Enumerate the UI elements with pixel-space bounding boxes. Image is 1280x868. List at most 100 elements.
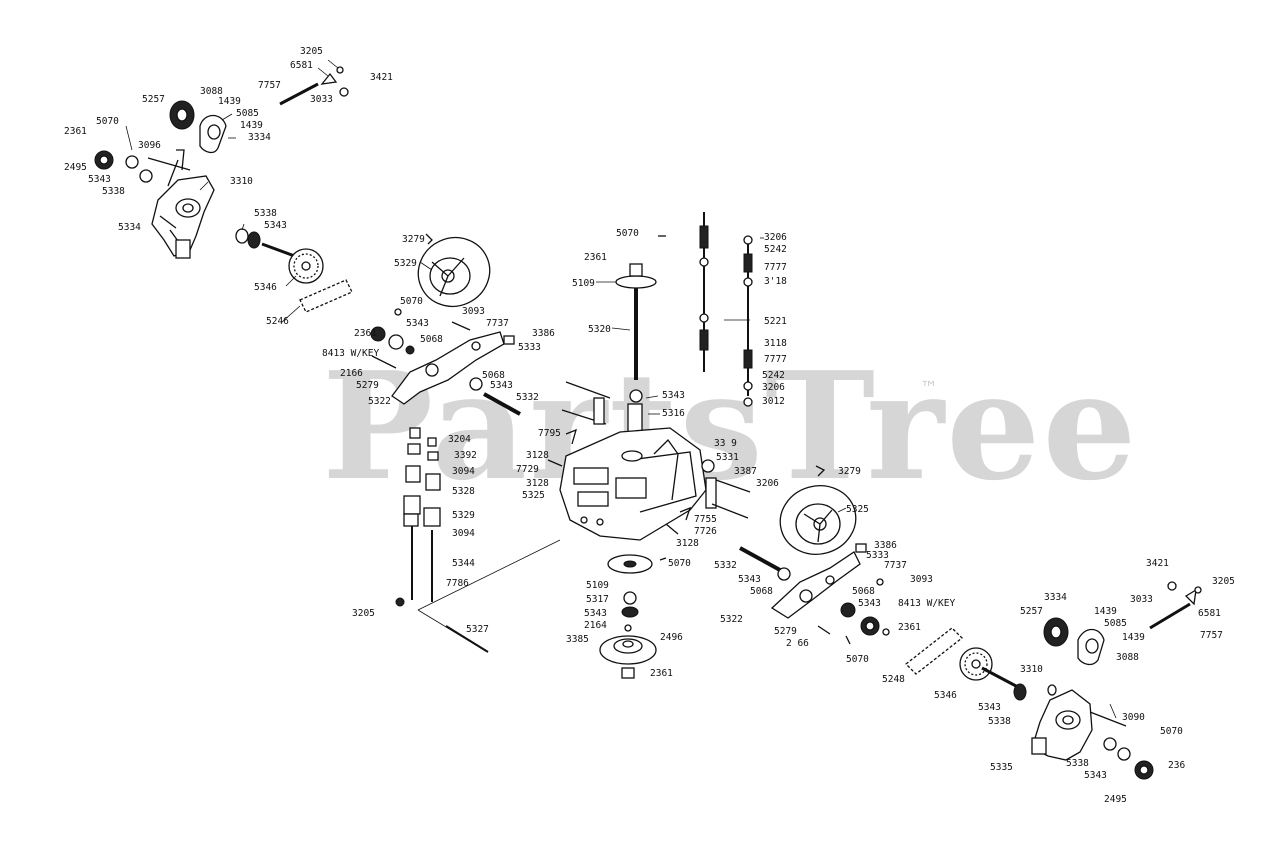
part-label: 5343: [88, 174, 111, 185]
part-label: 5068: [420, 334, 443, 345]
part-label: 5109: [586, 580, 609, 591]
part-label: 5343: [1084, 770, 1107, 781]
lower-center-pulley-assembly: [599, 554, 667, 679]
part-label: 5346: [934, 690, 957, 701]
part-label: 2166: [340, 368, 363, 379]
part-label: 5242: [764, 244, 787, 255]
part-label: 5325: [522, 490, 545, 501]
part-label: 3279: [838, 466, 861, 477]
right-pulley-assembly: [779, 465, 857, 555]
part-label: 3093: [910, 574, 933, 585]
part-label: 1439: [1122, 632, 1145, 643]
label-leader-lines: [125, 59, 1117, 719]
part-label: 3386: [532, 328, 555, 339]
part-label: 5070: [1160, 726, 1183, 737]
part-label: 5343: [264, 220, 287, 231]
part-label: 3090: [1122, 712, 1145, 723]
part-label: 5070: [616, 228, 639, 239]
part-label: 5070: [846, 654, 869, 665]
part-label: 7786: [446, 578, 469, 589]
part-label: 5329: [452, 510, 475, 521]
part-label: 5279: [774, 626, 797, 637]
part-label: 3310: [230, 176, 253, 187]
part-label: 7729: [516, 464, 539, 475]
part-label: 3088: [1116, 652, 1139, 663]
part-label: 5070: [400, 296, 423, 307]
gearbox-housing: [547, 381, 751, 541]
trademark-symbol: ™: [920, 378, 938, 399]
part-label: 1439: [1094, 606, 1117, 617]
part-label: 5343: [490, 380, 513, 391]
part-label: 5343: [406, 318, 429, 329]
part-label: 5338: [254, 208, 277, 219]
part-label: 5333: [866, 550, 889, 561]
part-label: 5325: [846, 504, 869, 515]
part-label: 5070: [96, 116, 119, 127]
part-label: 3094: [452, 528, 475, 539]
part-label: 5327: [466, 624, 489, 635]
part-label: 8413 W/KEY: [322, 348, 379, 359]
part-label: 5320: [588, 324, 611, 335]
left-pulley-linkage-assembly: [370, 233, 521, 416]
part-label: 6581: [1198, 608, 1221, 619]
part-label: 5068: [750, 586, 773, 597]
part-label: 3334: [248, 132, 271, 143]
part-label: 5335: [990, 762, 1013, 773]
part-label: 5328: [452, 486, 475, 497]
part-label: 3334: [1044, 592, 1067, 603]
part-label: 3096: [138, 140, 161, 151]
part-label: 2 66: [786, 638, 809, 649]
part-label: 2361: [898, 622, 921, 633]
part-label: 5343: [584, 608, 607, 619]
part-label: 5085: [236, 108, 259, 119]
part-label: 5343: [662, 390, 685, 401]
part-label: 7795: [538, 428, 561, 439]
part-label: 5257: [1020, 606, 1043, 617]
part-label: 3'18: [764, 276, 787, 287]
part-label: 1439: [240, 120, 263, 131]
part-label: 2361: [650, 668, 673, 679]
part-label: 3421: [370, 72, 393, 83]
part-label: 5343: [978, 702, 1001, 713]
part-label: 3205: [1212, 576, 1235, 587]
right-wheel-bracket-assembly: [1031, 581, 1202, 780]
part-label: 5338: [988, 716, 1011, 727]
part-label: 5068: [852, 586, 875, 597]
part-label: 3033: [1130, 594, 1153, 605]
part-label: 5344: [452, 558, 475, 569]
part-label: 3033: [310, 94, 333, 105]
part-label: 3093: [462, 306, 485, 317]
part-label: 7755: [694, 514, 717, 525]
part-label: 3206: [756, 478, 779, 489]
part-label: 5343: [738, 574, 761, 585]
part-label: 3386: [874, 540, 897, 551]
part-label: 5331: [716, 452, 739, 463]
part-label: 5068: [482, 370, 505, 381]
part-label: 5338: [1066, 758, 1089, 769]
part-label: 2361: [354, 328, 377, 339]
part-label: 5317: [586, 594, 609, 605]
part-label: 2495: [64, 162, 87, 173]
part-label: 3387: [734, 466, 757, 477]
part-label: 5316: [662, 408, 685, 419]
left-wheel-bracket-assembly: [94, 66, 353, 313]
part-label: 3204: [448, 434, 471, 445]
part-label: 5248: [882, 674, 905, 685]
part-label: 1439: [218, 96, 241, 107]
part-label: 33 9: [714, 438, 737, 449]
part-label: 5332: [516, 392, 539, 403]
part-label: 3421: [1146, 558, 1169, 569]
part-label: 3118: [764, 338, 787, 349]
part-label: 3088: [200, 86, 223, 97]
part-label: 3128: [526, 478, 549, 489]
watermark-logo: PartsTree: [322, 339, 1139, 513]
part-label: 3205: [352, 608, 375, 619]
part-label: 5109: [572, 278, 595, 289]
part-label: 7757: [1200, 630, 1223, 641]
part-label: 5338: [102, 186, 125, 197]
part-label: 7737: [486, 318, 509, 329]
part-label: 2361: [584, 252, 607, 263]
part-label: 5257: [142, 94, 165, 105]
